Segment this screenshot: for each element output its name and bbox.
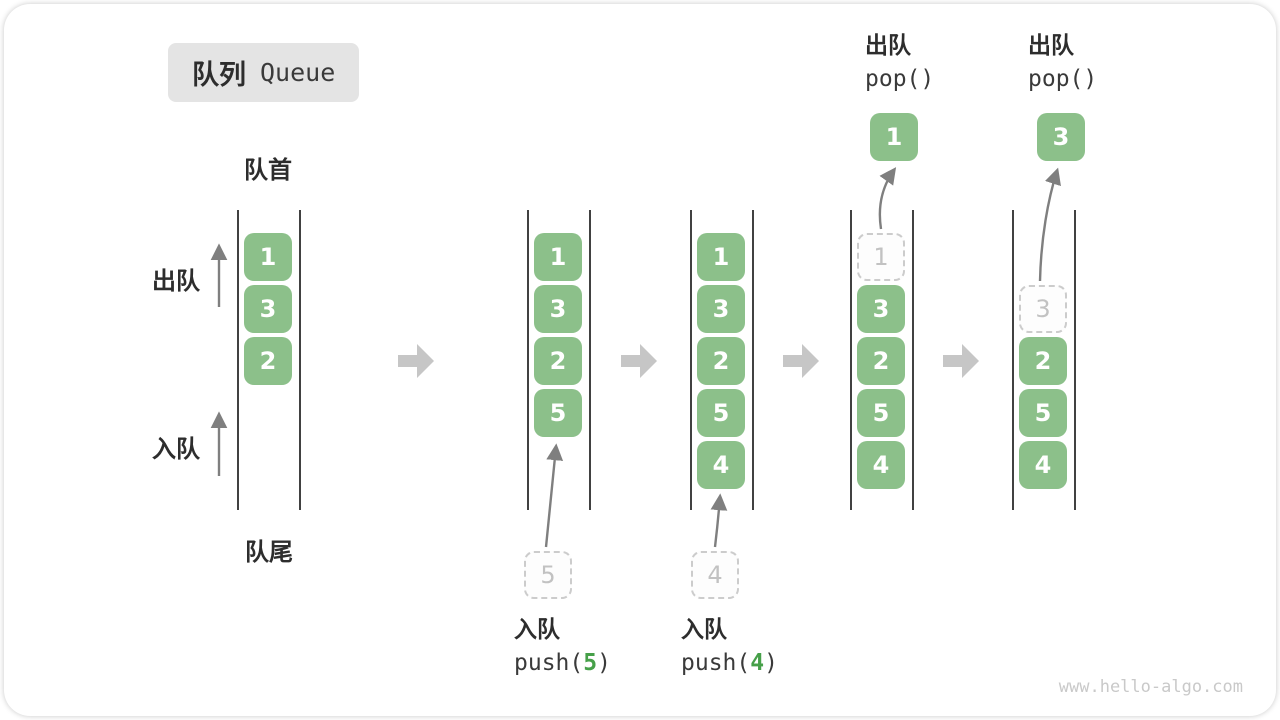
queue-cell-ghost: 1 — [857, 233, 905, 281]
enqueue-op-text: 入队 — [514, 616, 560, 642]
queue-cell: 3 — [697, 285, 745, 333]
pop-code-label: pop() — [1028, 66, 1098, 92]
queue-cell: 2 — [857, 337, 905, 385]
push-code-label: push(5) — [514, 650, 611, 676]
enqueue-op-label: 入队 push(4) — [681, 612, 778, 680]
popped-cell: 3 — [1037, 113, 1085, 161]
popped-cell: 1 — [870, 113, 918, 161]
queue-wall-line — [237, 210, 239, 510]
queue-cell: 1 — [534, 233, 582, 281]
queue-cell: 2 — [697, 337, 745, 385]
queue-cell: 3 — [244, 285, 292, 333]
queue-cell: 2 — [1019, 337, 1067, 385]
queue-cell: 4 — [857, 441, 905, 489]
watermark: www.hello-algo.com — [1058, 677, 1243, 697]
push-code-value: 4 — [750, 650, 765, 676]
title-badge: 队列 Queue — [168, 43, 360, 102]
push-code-label: push(4) — [681, 650, 778, 676]
title-en: Queue — [260, 58, 336, 87]
push-code-value: 5 — [583, 650, 598, 676]
queue-cell: 5 — [534, 389, 582, 437]
pop-code-label: pop() — [865, 66, 935, 92]
queue-cell: 4 — [1019, 441, 1067, 489]
dequeue-side-label: 出队 — [152, 268, 200, 295]
dequeue-op-text: 出队 — [1028, 32, 1074, 58]
dequeue-op-label: 出队 pop() — [865, 28, 934, 96]
queue-cell: 3 — [534, 285, 582, 333]
queue-wall-line — [589, 210, 591, 510]
queue-wall-line — [912, 210, 914, 510]
incoming-ghost-cell: 4 — [691, 551, 739, 599]
dequeue-op-label: 出队 pop() — [1028, 28, 1097, 96]
queue-front-label: 队首 — [244, 157, 292, 184]
enqueue-side-label: 入队 — [152, 436, 200, 463]
queue-cell: 3 — [857, 285, 905, 333]
queue-cell: 2 — [244, 337, 292, 385]
queue-wall-line — [527, 210, 529, 510]
queue-wall-line — [752, 210, 754, 510]
queue-cell-ghost: 3 — [1019, 285, 1067, 333]
enqueue-op-label: 入队 push(5) — [514, 612, 611, 680]
queue-cell: 1 — [697, 233, 745, 281]
queue-cell: 1 — [244, 233, 292, 281]
queue-wall-line — [1012, 210, 1014, 510]
enqueue-op-text: 入队 — [681, 616, 727, 642]
queue-rear-label: 队尾 — [245, 539, 293, 566]
queue-cell: 5 — [857, 389, 905, 437]
queue-cell: 2 — [534, 337, 582, 385]
queue-cell: 4 — [697, 441, 745, 489]
queue-wall-line — [299, 210, 301, 510]
queue-cell: 5 — [697, 389, 745, 437]
title-zh: 队列 — [192, 60, 246, 90]
queue-wall-line — [850, 210, 852, 510]
queue-cell: 5 — [1019, 389, 1067, 437]
incoming-ghost-cell: 5 — [524, 551, 572, 599]
dequeue-op-text: 出队 — [865, 32, 911, 58]
queue-wall-line — [1074, 210, 1076, 510]
queue-wall-line — [690, 210, 692, 510]
